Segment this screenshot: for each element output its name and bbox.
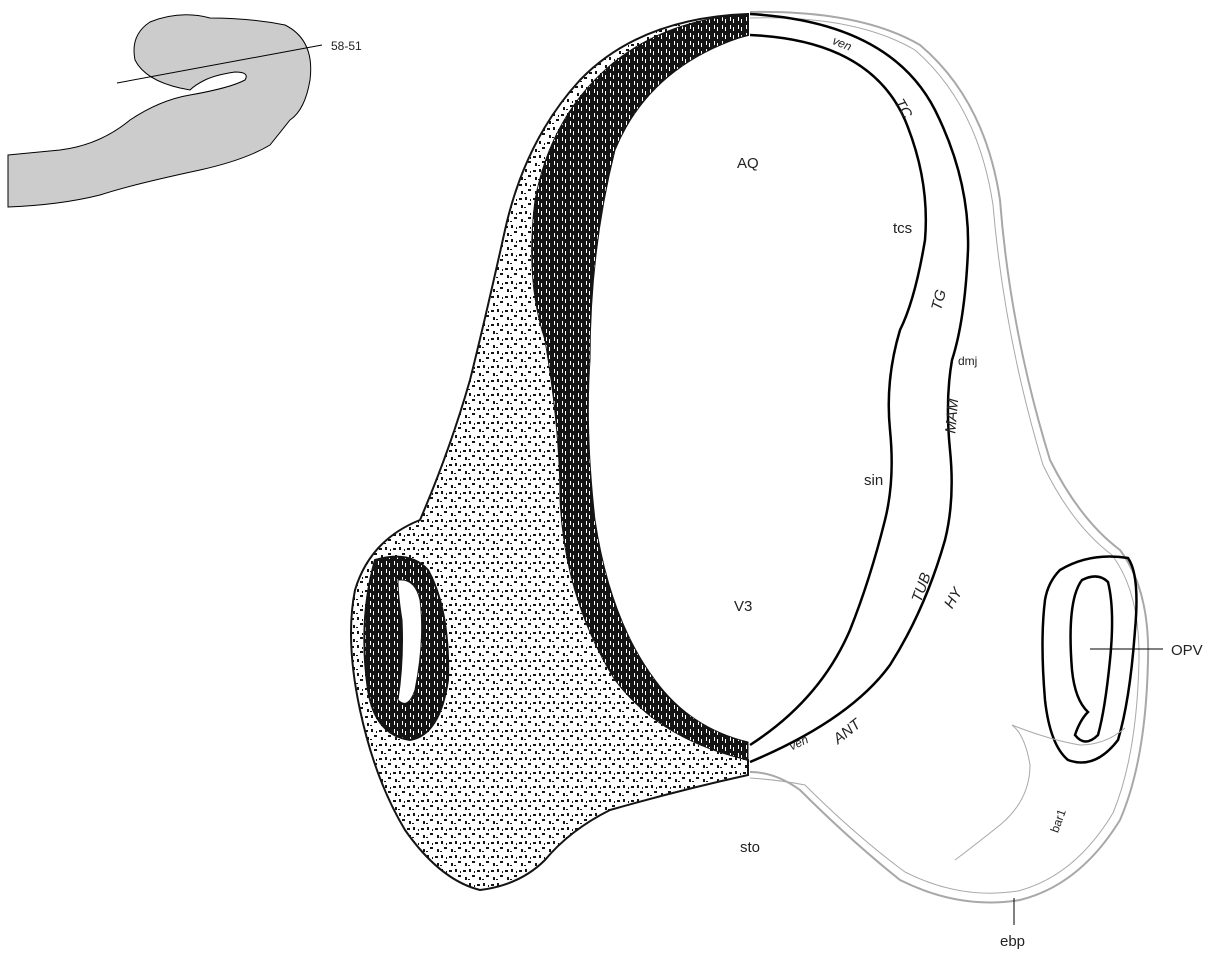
- inset-embryo-outline: [8, 15, 311, 207]
- label-ebp: ebp: [1000, 933, 1025, 950]
- label-stomodeum: sto: [740, 839, 760, 856]
- label-third-ventricle: V3: [734, 598, 752, 615]
- label-optic-vesicle: OPV: [1171, 642, 1203, 659]
- label-dmj: dmj: [958, 354, 977, 368]
- label-tcs: tcs: [893, 220, 912, 237]
- label-aqueduct: AQ: [737, 155, 759, 172]
- inset-section-label: 58-51: [331, 39, 362, 53]
- optic-vesicle-outer: [1043, 557, 1137, 763]
- bar1-outline-top: [1012, 725, 1125, 745]
- label-sin: sin: [864, 472, 883, 489]
- label-tegmentum: TG: [928, 287, 950, 312]
- ventricle-wall-inner: [750, 35, 926, 745]
- label-hypothalamus: HY: [941, 584, 967, 611]
- inset-diagram: 58-51: [8, 15, 362, 207]
- label-mammillary: MAM: [942, 397, 962, 434]
- labels: AQ V3 sto ven ven TC tcs TG dmj MAM sin …: [734, 33, 1203, 950]
- stained-tissue: [351, 14, 748, 890]
- label-bar1: bar1: [1048, 807, 1069, 835]
- label-anterior: ANT: [829, 715, 865, 749]
- optic-vesicle-inner: [1071, 576, 1113, 741]
- bar1-outline: [955, 725, 1030, 860]
- label-tuberal: TUB: [908, 570, 934, 604]
- tissue-mesenchyme: [351, 14, 748, 890]
- ventricle-wall-outer: [750, 14, 968, 762]
- outline-drawing: [750, 12, 1163, 925]
